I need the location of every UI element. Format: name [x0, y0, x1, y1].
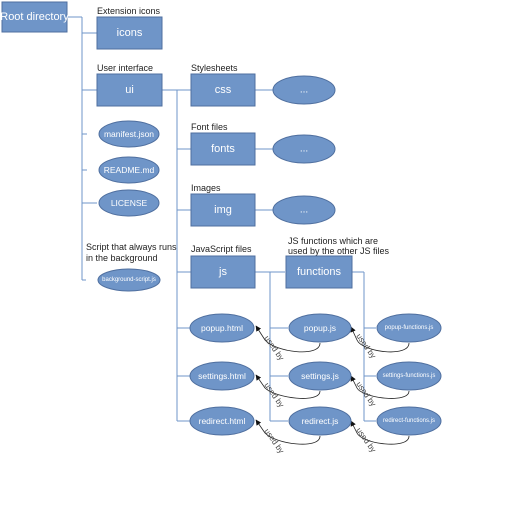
node-redirect-html[interactable]: redirect.html — [189, 406, 255, 436]
arrow-redirectfunctions-to-redirectjs — [350, 420, 410, 445]
node-license[interactable]: LICENSE — [98, 189, 160, 217]
node-js-folder[interactable]: js — [190, 255, 256, 289]
caption-user-interface: User interface — [97, 63, 153, 73]
svg-text:popup-functions.js: popup-functions.js — [385, 325, 434, 331]
svg-text:settings-functions.js: settings-functions.js — [383, 373, 436, 379]
caption-javascript-files: JavaScript files — [191, 244, 252, 254]
node-img-more[interactable]: ... — [272, 195, 336, 225]
svg-text:LICENSE: LICENSE — [111, 198, 148, 208]
svg-text:settings.js: settings.js — [301, 371, 339, 381]
node-settings-html[interactable]: settings.html — [189, 361, 255, 391]
node-fonts-folder[interactable]: fonts — [190, 132, 256, 166]
node-functions-folder[interactable]: functions — [285, 255, 353, 289]
node-css-folder[interactable]: css — [190, 73, 256, 107]
svg-text:popup.html: popup.html — [201, 323, 243, 333]
node-settings-js[interactable]: settings.js — [288, 361, 352, 391]
svg-text:redirect.js: redirect.js — [302, 416, 339, 426]
caption-background-line1: Script that always runs — [86, 242, 177, 252]
node-readme-md[interactable]: README.md — [98, 156, 160, 184]
node-css-more[interactable]: ... — [272, 75, 336, 105]
node-icons-folder[interactable]: icons — [96, 16, 163, 50]
arrow-settingsjs-to-settingshtml — [255, 374, 321, 399]
used-by-label: used by — [262, 334, 285, 362]
used-by-arrows: used by used by used by used by used by … — [255, 325, 410, 455]
caption-js-functions-line1: JS functions which are — [288, 236, 378, 246]
svg-text:redirect-functions.js: redirect-functions.js — [383, 418, 435, 424]
node-popup-js[interactable]: popup.js — [288, 313, 352, 343]
svg-text:...: ... — [300, 205, 308, 216]
used-by-label: used by — [354, 332, 377, 360]
node-popup-html[interactable]: popup.html — [189, 313, 255, 343]
svg-text:css: css — [215, 84, 232, 96]
node-ui-folder[interactable]: ui — [96, 73, 163, 107]
used-by-label: used by — [354, 426, 377, 454]
caption-extension-icons: Extension icons — [97, 6, 161, 16]
svg-text:popup.js: popup.js — [304, 323, 336, 333]
arrow-popupjs-to-popuphtml — [255, 325, 321, 353]
svg-text:settings.html: settings.html — [198, 371, 246, 381]
svg-text:...: ... — [300, 144, 308, 155]
caption-js-functions-line2: used by the other JS files — [288, 246, 390, 256]
svg-text:icons: icons — [117, 27, 143, 39]
arrow-redirectjs-to-redirecthtml — [255, 419, 321, 445]
node-redirect-functions-js[interactable]: redirect-functions.js — [376, 406, 442, 436]
caption-stylesheets: Stylesheets — [191, 63, 238, 73]
arrow-settingsfunctions-to-settingsjs — [350, 375, 410, 399]
caption-background-line2: in the background — [86, 253, 158, 263]
svg-text:img: img — [214, 204, 232, 216]
node-popup-functions-js[interactable]: popup-functions.js — [376, 313, 442, 343]
node-settings-functions-js[interactable]: settings-functions.js — [376, 361, 442, 391]
captions: Extension icons User interface Styleshee… — [86, 6, 390, 263]
svg-text:ui: ui — [125, 84, 134, 96]
node-background-script-js[interactable]: background-script.js — [97, 268, 161, 292]
svg-text:fonts: fonts — [211, 143, 235, 155]
used-by-label: used by — [354, 380, 377, 408]
tree-connectors — [67, 16, 376, 422]
used-by-label: used by — [262, 381, 285, 409]
svg-text:background-script.js: background-script.js — [102, 277, 156, 283]
svg-text:functions: functions — [297, 266, 342, 278]
node-img-folder[interactable]: img — [190, 193, 256, 227]
node-manifest-json[interactable]: manifest.json — [98, 120, 160, 148]
caption-font-files: Font files — [191, 122, 228, 132]
node-redirect-js[interactable]: redirect.js — [288, 406, 352, 436]
node-root-directory[interactable]: Root directory — [0, 1, 69, 33]
svg-text:manifest.json: manifest.json — [104, 129, 154, 139]
svg-text:redirect.html: redirect.html — [199, 416, 246, 426]
svg-text:...: ... — [300, 85, 308, 96]
arrow-popupfunctions-to-popupjs — [350, 326, 410, 353]
svg-text:js: js — [218, 266, 227, 278]
node-fonts-more[interactable]: ... — [272, 134, 336, 164]
svg-text:Root directory: Root directory — [0, 11, 69, 23]
caption-images: Images — [191, 183, 221, 193]
svg-text:README.md: README.md — [104, 165, 155, 175]
